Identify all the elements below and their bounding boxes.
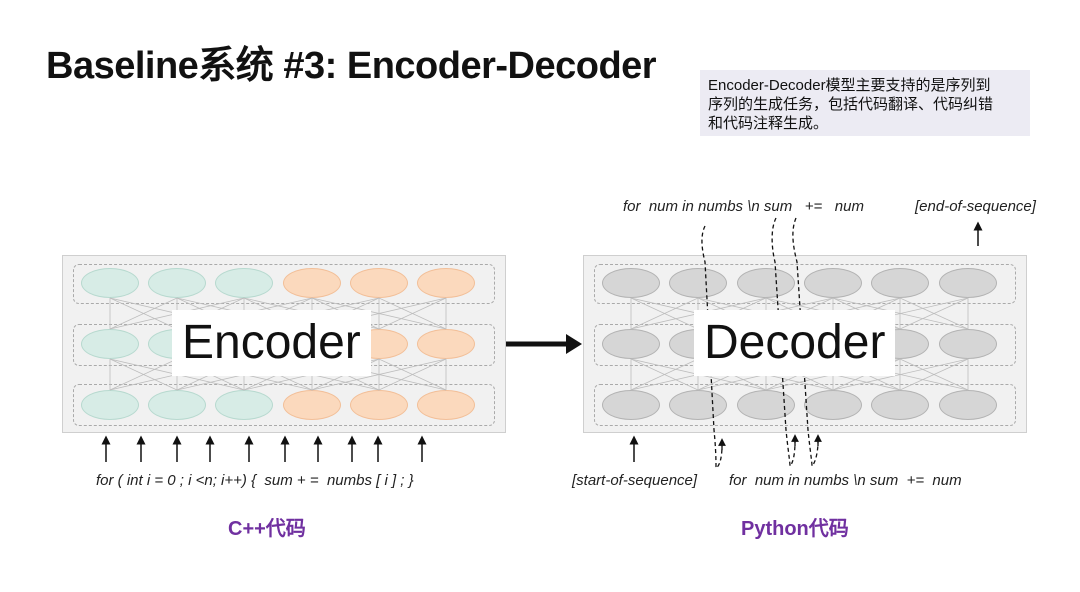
encoder-node xyxy=(81,329,139,359)
note-line-1: Encoder-Decoder模型主要支持的是序列到 xyxy=(708,77,991,94)
feedback-loop-3 xyxy=(792,217,819,468)
cpp-code-label: C++代码 xyxy=(228,518,306,540)
decoder-node xyxy=(871,390,929,420)
note-line-2: 序列的生成任务，包括代码翻译、代码纠错 xyxy=(708,96,994,113)
note-line-3: 和代码注释生成。 xyxy=(708,115,829,132)
description-note: Encoder-Decoder模型主要支持的是序列到 序列的生成任务，包括代码翻… xyxy=(700,70,1030,136)
encoder-node xyxy=(215,390,273,420)
decoder-row-top xyxy=(594,264,1016,304)
decoder-node xyxy=(602,390,660,420)
decoder-node xyxy=(669,268,727,298)
encoder-node xyxy=(283,390,341,420)
feedback-loop-2 xyxy=(771,217,796,468)
decoder-row-bottom xyxy=(594,384,1016,426)
encoder-node xyxy=(148,268,206,298)
decoder-node xyxy=(737,268,795,298)
decoder-output-tokens: for num in numbs \n sum += num xyxy=(623,198,864,215)
encoder-row-bottom xyxy=(73,384,495,426)
decoder-node xyxy=(939,329,997,359)
encoder-node xyxy=(148,390,206,420)
encoder-node xyxy=(417,390,475,420)
decoder-node xyxy=(602,268,660,298)
encoder-node xyxy=(81,390,139,420)
decoder-end-token: [end-of-sequence] xyxy=(915,198,1036,215)
encoder-node xyxy=(350,268,408,298)
slide-title: Baseline系统 #3: Encoder-Decoder xyxy=(46,45,657,87)
feedback-loop-1 xyxy=(701,225,723,470)
decoder-node xyxy=(602,329,660,359)
decoder-node xyxy=(804,268,862,298)
encoder-node xyxy=(81,268,139,298)
decoder-input-tokens: for num in numbs \n sum += num xyxy=(729,472,962,489)
python-code-label: Python代码 xyxy=(741,518,849,540)
decoder-node xyxy=(804,390,862,420)
decoder-node xyxy=(939,390,997,420)
decoder-node xyxy=(939,268,997,298)
encoder-node xyxy=(215,268,273,298)
decoder-node xyxy=(871,268,929,298)
encoder-node xyxy=(283,268,341,298)
encoder-label: Encoder xyxy=(172,310,371,376)
encoder-node xyxy=(417,268,475,298)
encoder-input-text: for ( int i = 0 ; i <n; i++) { sum + = n… xyxy=(96,472,414,489)
decoder-label: Decoder xyxy=(694,310,896,376)
encoder-node xyxy=(350,390,408,420)
decoder-node xyxy=(669,390,727,420)
encoder-row-top xyxy=(73,264,495,304)
encoder-node xyxy=(417,329,475,359)
decoder-start-token: [start-of-sequence] xyxy=(572,472,698,489)
